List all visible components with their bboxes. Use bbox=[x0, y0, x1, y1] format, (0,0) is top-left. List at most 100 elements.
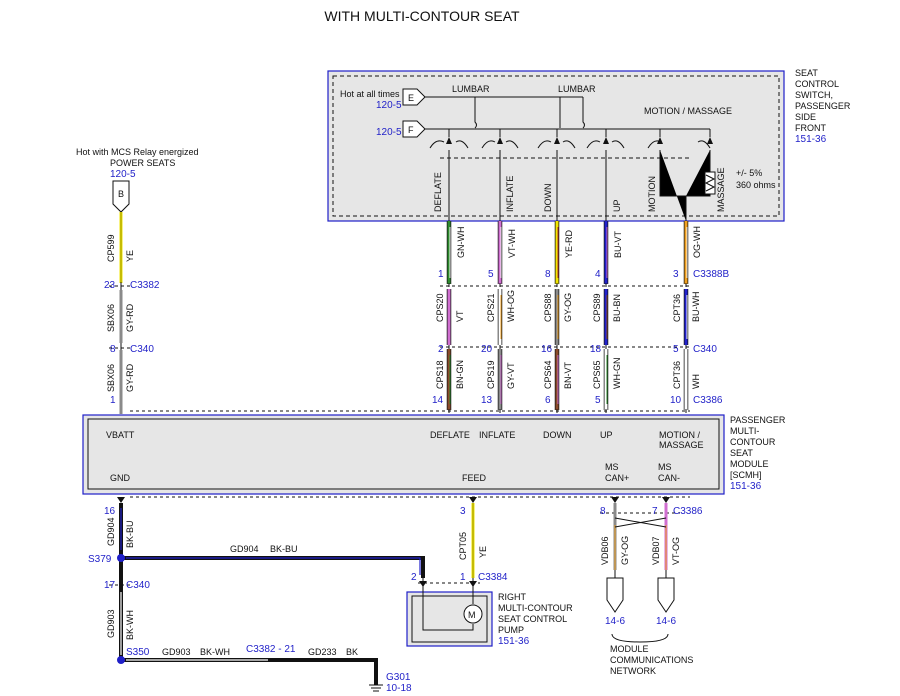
gnd-h-code: GD904 bbox=[230, 544, 259, 554]
mid-c3-code: CPS88 bbox=[543, 293, 553, 322]
left-w2-conn[interactable]: C340 bbox=[130, 344, 154, 355]
gnd-b2-color: BK bbox=[346, 647, 358, 657]
module-name-3: CONTOUR bbox=[730, 437, 776, 447]
mid-c5-code: CPT36 bbox=[672, 294, 682, 322]
low-connector[interactable]: C3386 bbox=[693, 395, 723, 406]
mid-c2-pin: 20 bbox=[481, 344, 493, 355]
lumbar-label-1: LUMBAR bbox=[452, 84, 490, 94]
gnd-conn-17[interactable]: C340 bbox=[126, 580, 150, 591]
switch-ref[interactable]: 151-36 bbox=[795, 134, 827, 145]
module-gnd: GND bbox=[110, 473, 131, 483]
top-c4-pin: 4 bbox=[595, 269, 601, 280]
switch-contacts bbox=[429, 129, 711, 159]
top-c4-color: BU-VT bbox=[613, 230, 623, 258]
mid-c3-color: GY-OG bbox=[563, 293, 573, 322]
switch-name-1: SEAT bbox=[795, 68, 818, 78]
pump-ref[interactable]: 151-36 bbox=[498, 636, 530, 647]
gnd-b-code: GD903 bbox=[162, 647, 191, 657]
left-w1-code: CP599 bbox=[106, 234, 116, 262]
low-c5-code: CPT36 bbox=[672, 361, 682, 389]
switch-name-5: SIDE bbox=[795, 112, 816, 122]
terminal-f: F bbox=[408, 125, 414, 135]
splice-s379-icon bbox=[117, 554, 125, 562]
low-c1-pin: 14 bbox=[432, 395, 444, 406]
splice-s350[interactable]: S350 bbox=[126, 647, 150, 658]
network-brace bbox=[611, 633, 669, 643]
terminal-e-icon bbox=[402, 88, 426, 106]
module-vbatt: VBATT bbox=[106, 430, 135, 440]
top-c2-color: VT-WH bbox=[507, 229, 517, 258]
mid-c5-pin: 5 bbox=[673, 344, 679, 355]
ground-icon bbox=[369, 684, 383, 692]
hot-at-all-times-label: Hot at all times bbox=[340, 89, 400, 99]
power-ref[interactable]: 120-5 bbox=[110, 169, 136, 180]
module-motion-1: MOTION / bbox=[659, 430, 700, 440]
left-w2-color: GY-RD bbox=[125, 303, 135, 332]
module-name-6: [SCMH] bbox=[730, 470, 762, 480]
module-canminus: CAN- bbox=[658, 473, 680, 483]
bus-jump-2 bbox=[582, 97, 585, 129]
switch-contact-arrows bbox=[446, 137, 713, 144]
ground-g301[interactable]: G301 bbox=[386, 672, 411, 683]
top-c1-pin: 1 bbox=[438, 269, 444, 280]
sw-massage: MASSAGE bbox=[716, 167, 726, 212]
net-label-3: NETWORK bbox=[610, 666, 656, 676]
mid-c5-color: BU-WH bbox=[691, 292, 701, 323]
lumbar-label-2: LUMBAR bbox=[558, 84, 596, 94]
left-w3-pin: 1 bbox=[110, 395, 116, 406]
gnd-conn-21[interactable]: C3382 - 21 bbox=[246, 644, 296, 655]
tolerance-label: +/- 5% bbox=[736, 168, 762, 178]
module-ref[interactable]: 151-36 bbox=[730, 481, 762, 492]
module-name-4: SEAT bbox=[730, 448, 753, 458]
gnd-w1-color: BK-BU bbox=[125, 520, 135, 548]
can-ref-1[interactable]: 14-6 bbox=[605, 616, 625, 627]
left-w1-color: YE bbox=[125, 250, 135, 262]
top-c5-pin: 3 bbox=[673, 269, 679, 280]
ground-section: 16 GD904 BK-BU S379 GD904 BK-BU 17 C340 … bbox=[88, 503, 425, 694]
mid-c4-color: BU-BN bbox=[612, 294, 622, 322]
hot-ref-e[interactable]: 120-5 bbox=[376, 100, 402, 111]
gnd-b-color: BK-WH bbox=[200, 647, 230, 657]
top-labels: GN-WH VT-WH YE-RD BU-VT OG-WH 1 5 8 4 3 … bbox=[438, 226, 729, 280]
module-pin-arrows bbox=[117, 497, 670, 503]
pump-motor: M bbox=[468, 610, 476, 620]
pump-pin-3: 3 bbox=[460, 506, 466, 517]
pump-name-2: MULTI-CONTOUR bbox=[498, 603, 573, 613]
diagram-title: WITH MULTI-CONTOUR SEAT bbox=[324, 8, 520, 24]
mid-c4-pin: 18 bbox=[590, 344, 602, 355]
can-ref-2[interactable]: 14-6 bbox=[656, 616, 676, 627]
gnd-w2-code: GD903 bbox=[106, 609, 116, 638]
left-w1-conn[interactable]: C3382 bbox=[130, 280, 160, 291]
mid-connector[interactable]: C340 bbox=[693, 344, 717, 355]
top-connector[interactable]: C3388B bbox=[693, 269, 729, 280]
top-c1-color: GN-WH bbox=[456, 227, 466, 259]
low-c4-color: WH-GN bbox=[612, 358, 622, 390]
sw-motion: MOTION bbox=[647, 176, 657, 212]
wire-gd904-h bbox=[121, 556, 425, 578]
hot-ref-f[interactable]: 120-5 bbox=[376, 127, 402, 138]
module-inner-box bbox=[87, 418, 720, 490]
ground-ref[interactable]: 10-18 bbox=[386, 683, 412, 694]
splice-s379[interactable]: S379 bbox=[88, 554, 112, 565]
power-label-1: Hot with MCS Relay energized bbox=[76, 147, 199, 157]
can-w2-color: VT-OG bbox=[671, 537, 681, 565]
pump-pin-2: 2 bbox=[411, 572, 417, 583]
sw-inflate: INFLATE bbox=[505, 176, 515, 212]
low-c4-code: CPS65 bbox=[592, 360, 602, 389]
low-labels: CPS18 BN-GN CPS19 GY-VT CPS64 BN-VT CPS6… bbox=[432, 358, 723, 407]
can-w1-color: GY-OG bbox=[620, 536, 630, 565]
gnd-h-color: BK-BU bbox=[270, 544, 298, 554]
low-c5-pin: 10 bbox=[670, 395, 682, 406]
gnd-w1-code: GD904 bbox=[106, 517, 116, 546]
pump-conn[interactable]: C3384 bbox=[478, 572, 508, 583]
left-w2-pin: 8 bbox=[110, 344, 116, 355]
motor-icon bbox=[463, 604, 483, 624]
bus-jump-1 bbox=[474, 97, 477, 129]
switch-name-3: SWITCH, bbox=[795, 90, 833, 100]
can-plus-terminal-icon bbox=[606, 577, 624, 613]
power-terminal-icon bbox=[112, 180, 130, 213]
pump-name-3: SEAT CONTROL bbox=[498, 614, 567, 624]
pump-name-1: RIGHT bbox=[498, 592, 527, 602]
can-conn[interactable]: C3386 bbox=[673, 506, 703, 517]
module-up: UP bbox=[600, 430, 613, 440]
